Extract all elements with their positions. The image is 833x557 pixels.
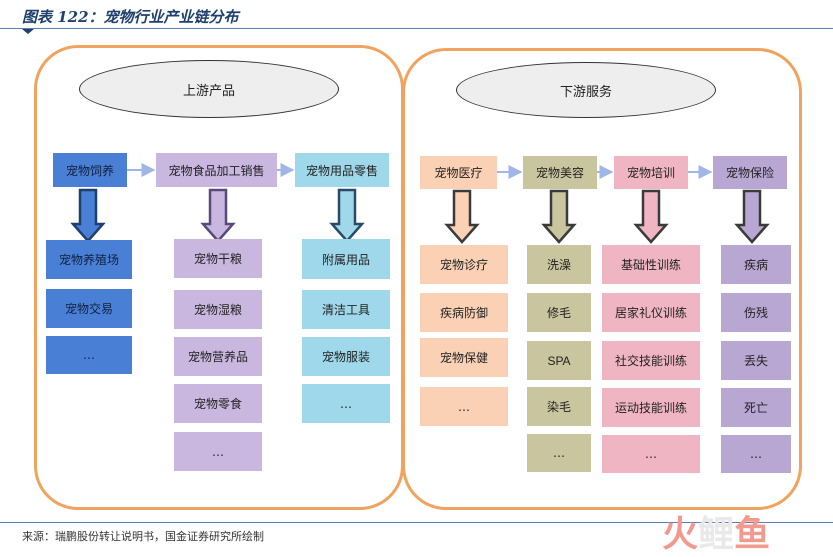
title-divider [0, 28, 833, 29]
item-loss: 丢失 [721, 341, 791, 380]
item-supplements: 宠物营养品 [174, 337, 262, 376]
item-disease-prevention: 疾病防御 [420, 293, 508, 332]
source-note: 来源：瑞鹏股份转让说明书，国金证券研究所绘制 [22, 530, 264, 543]
item-health-care: 宠物保健 [420, 338, 508, 377]
down-arrow-supplies [329, 188, 365, 243]
watermark-logo: 火鲤鱼 [662, 514, 771, 555]
item-death: 死亡 [721, 388, 791, 427]
item-home-etiquette: 居家礼仪训练 [602, 293, 700, 332]
item-training-more: … [602, 435, 700, 473]
item-pet-clothing: 宠物服装 [302, 337, 390, 376]
item-spa: SPA [527, 341, 591, 380]
figure-title: 图表 122：宠物行业产业链分布 [22, 8, 239, 26]
item-disease: 疾病 [721, 245, 791, 284]
down-arrow-food [200, 188, 236, 243]
category-pet-medical: 宠物医疗 [420, 156, 497, 189]
item-disability: 伤残 [721, 293, 791, 332]
category-pet-insurance: 宠物保险 [713, 156, 787, 189]
down-arrow-grooming [541, 189, 577, 244]
item-snacks: 宠物零食 [174, 384, 262, 423]
item-insurance-more: … [721, 435, 791, 473]
category-pet-training: 宠物培训 [614, 156, 688, 189]
down-arrow-medical [444, 189, 480, 244]
item-basic-training: 基础性训练 [602, 245, 700, 284]
item-supplies-more: … [302, 384, 390, 423]
category-pet-food: 宠物食品加工销售 [156, 153, 277, 187]
item-dyeing: 染毛 [527, 387, 591, 426]
downstream-label: 下游服务 [559, 84, 612, 100]
item-medical-more: … [420, 387, 508, 426]
item-trimming: 修毛 [527, 293, 591, 332]
item-food-more: … [174, 432, 262, 471]
title-marker [22, 29, 34, 34]
upstream-label: 上游产品 [182, 83, 235, 99]
category-pet-breeding: 宠物饲养 [53, 153, 127, 187]
item-diagnosis: 宠物诊疗 [420, 245, 508, 284]
down-arrow-training [633, 189, 669, 244]
footer-divider [0, 522, 833, 523]
category-pet-grooming: 宠物美容 [523, 156, 597, 189]
down-arrow-breeding [70, 188, 106, 243]
item-breeding-farm: 宠物养殖场 [46, 240, 132, 279]
item-wet-food: 宠物湿粮 [174, 290, 262, 329]
item-cleaning-tools: 清洁工具 [302, 290, 390, 329]
upstream-label-ellipse: 上游产品 [79, 60, 339, 118]
category-pet-supplies: 宠物用品零售 [295, 153, 389, 187]
item-pet-trading: 宠物交易 [46, 289, 132, 328]
item-social-skills: 社交技能训练 [602, 341, 700, 380]
downstream-label-ellipse: 下游服务 [456, 62, 716, 118]
item-bathing: 洗澡 [527, 245, 591, 284]
item-dry-food: 宠物干粮 [174, 239, 262, 278]
item-breeding-more: … [46, 336, 132, 374]
item-sports-skills: 运动技能训练 [602, 388, 700, 427]
item-accessories: 附属用品 [302, 239, 390, 279]
down-arrow-insurance [734, 189, 770, 244]
item-grooming-more: … [527, 434, 591, 472]
